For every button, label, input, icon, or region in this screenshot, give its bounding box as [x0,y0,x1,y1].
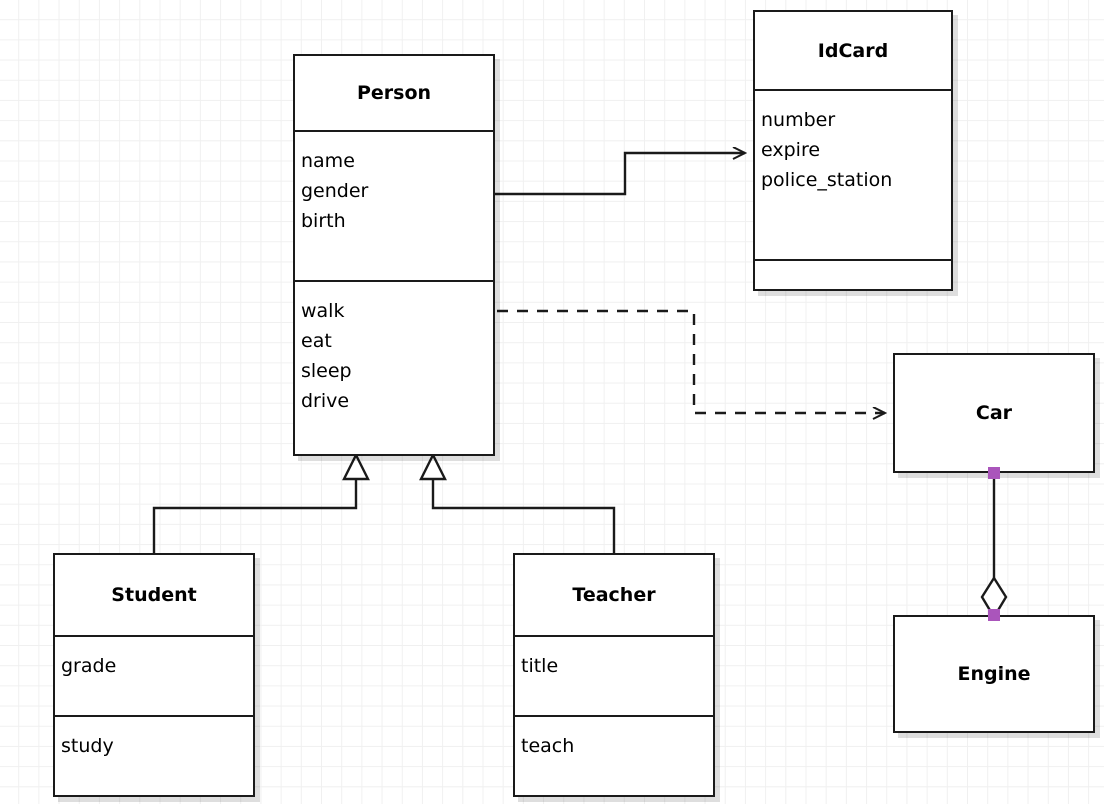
operations-compartment-teacher: teach [515,715,713,795]
class-name-car: Car [975,402,1013,424]
operations-compartment-person: walk eat sleep drive [295,280,493,456]
attribute-item: grade [61,655,117,677]
class-name-student: Student [111,584,197,606]
operations-compartment-idcard [755,259,951,289]
operation-item: drive [301,390,350,412]
hollow-triangle-icon-student [342,452,370,481]
class-name-teacher: Teacher [572,584,656,606]
class-name-person: Person [356,82,432,104]
operation-item: sleep [301,360,352,382]
dependency-person-car[interactable] [497,309,885,413]
attribute-item: gender [301,180,369,202]
attribute-item: police_station [761,169,893,191]
attribute-item: birth [301,210,346,232]
connection-handle-engine-top[interactable] [988,609,1000,621]
class-name-idcard: IdCard [817,39,889,62]
attribute-item: expire [761,139,821,161]
operation-item: eat [301,330,332,352]
class-box-engine[interactable]: Engine [893,615,1095,733]
class-box-car[interactable]: Car [893,353,1095,473]
attribute-item: number [761,109,836,131]
attributes-compartment-teacher: title [515,635,713,715]
class-box-idcard[interactable]: IdCard number expire police_station [753,10,953,291]
class-box-teacher[interactable]: Teacher title teach [513,553,715,797]
connection-handle-car-bottom[interactable] [988,467,1000,479]
class-box-student[interactable]: Student grade study [53,553,255,797]
attribute-item: name [301,150,355,172]
attributes-compartment-idcard: number expire police_station [755,89,951,259]
generalization-student-person[interactable] [152,478,358,553]
attribute-item: title [521,655,559,677]
attributes-compartment-person: name gender birth [295,130,493,280]
operation-item: walk [301,300,345,322]
hollow-triangle-icon-teacher [419,452,447,481]
operations-compartment-student: study [55,715,253,795]
class-box-person[interactable]: Person name gender birth walk eat sleep … [293,54,495,456]
operation-item: teach [521,735,575,757]
generalization-teacher-person[interactable] [431,478,616,553]
attributes-compartment-student: grade [55,635,253,715]
class-name-engine: Engine [957,663,1031,685]
operation-item: study [61,735,114,757]
association-person-idcard[interactable] [495,153,745,196]
